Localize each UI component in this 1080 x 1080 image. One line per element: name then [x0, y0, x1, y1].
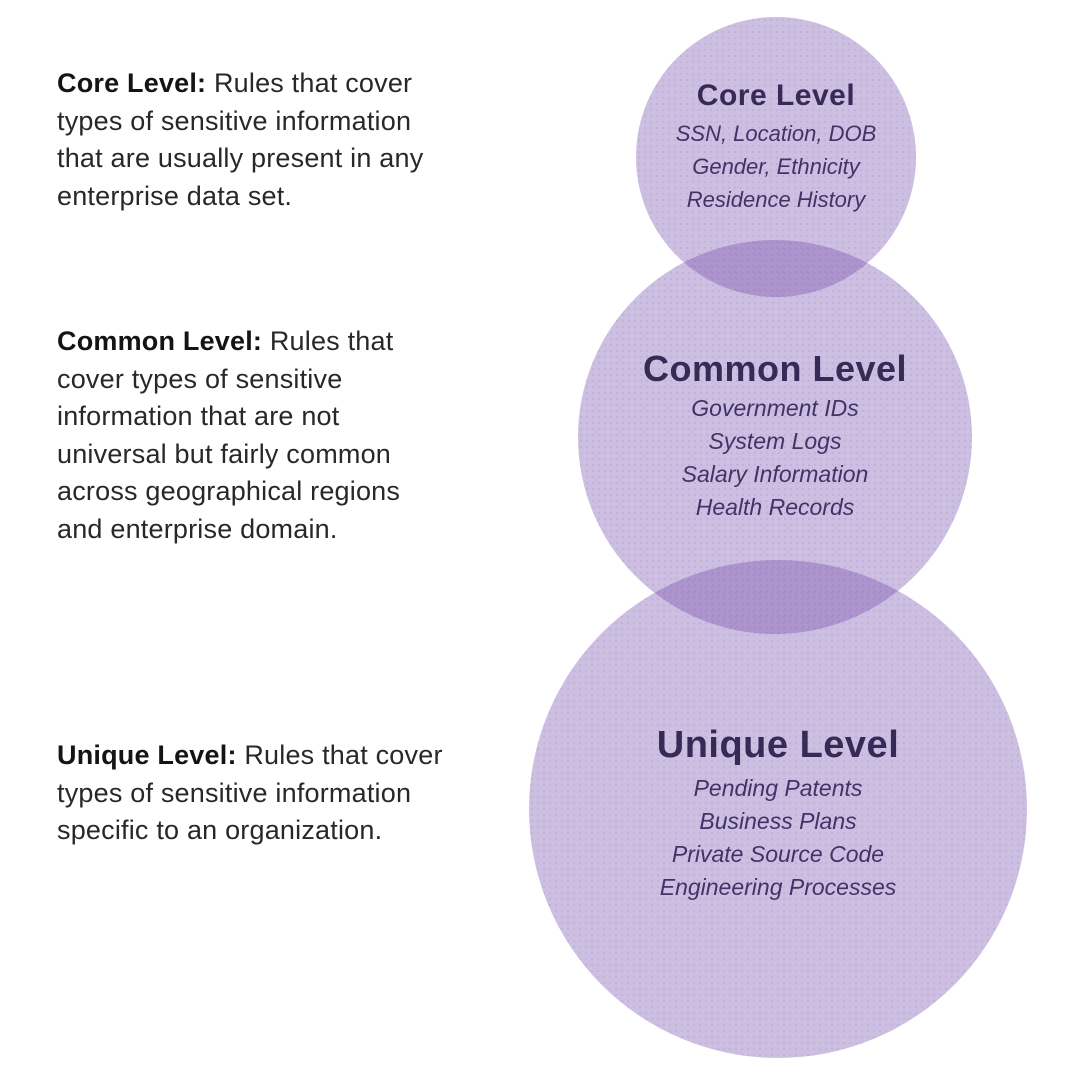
- common-item: System Logs: [708, 428, 842, 454]
- unique-item: Pending Patents: [693, 775, 863, 801]
- core-level-title: Core Level: [696, 79, 856, 112]
- description-unique-text: Rules that cover types of sensitive info…: [57, 740, 443, 845]
- common-item: Health Records: [695, 494, 855, 520]
- description-unique-label: Unique Level:: [57, 740, 237, 770]
- description-common-level: Common Level: Rules that cover types of …: [57, 323, 449, 548]
- core-level-items: SSN, Location, DOB Gender, Ethnicity Res…: [616, 117, 936, 216]
- description-common-label: Common Level:: [57, 326, 263, 356]
- description-core-level: Core Level: Rules that cover types of se…: [57, 65, 449, 215]
- unique-item: Engineering Processes: [659, 874, 897, 900]
- core-item: Residence History: [686, 187, 866, 212]
- description-core-label: Core Level:: [57, 68, 207, 98]
- unique-level-circle: [529, 560, 1027, 1058]
- common-level-items: Government IDs System Logs Salary Inform…: [575, 392, 975, 524]
- common-item: Government IDs: [691, 395, 859, 421]
- description-core-text: Rules that cover types of sensitive info…: [57, 68, 424, 211]
- unique-item: Business Plans: [699, 808, 857, 834]
- common-item: Salary Information: [681, 461, 869, 487]
- common-level-title: Common Level: [642, 348, 908, 389]
- common-level-circle: [578, 240, 972, 634]
- description-common-text: Rules that cover types of sensitive info…: [57, 326, 401, 544]
- core-item: Gender, Ethnicity: [692, 154, 860, 179]
- unique-level-content: Unique Level Pending Patents Business Pl…: [558, 723, 998, 904]
- unique-level-title: Unique Level: [656, 724, 900, 766]
- unique-level-items: Pending Patents Business Plans Private S…: [558, 772, 998, 904]
- core-level-content: Core Level SSN, Location, DOB Gender, Et…: [616, 78, 936, 216]
- description-unique-level: Unique Level: Rules that cover types of …: [57, 737, 449, 850]
- unique-item: Private Source Code: [671, 841, 885, 867]
- core-level-circle: [636, 17, 916, 297]
- core-item: SSN, Location, DOB: [675, 121, 877, 146]
- common-level-content: Common Level Government IDs System Logs …: [575, 348, 975, 524]
